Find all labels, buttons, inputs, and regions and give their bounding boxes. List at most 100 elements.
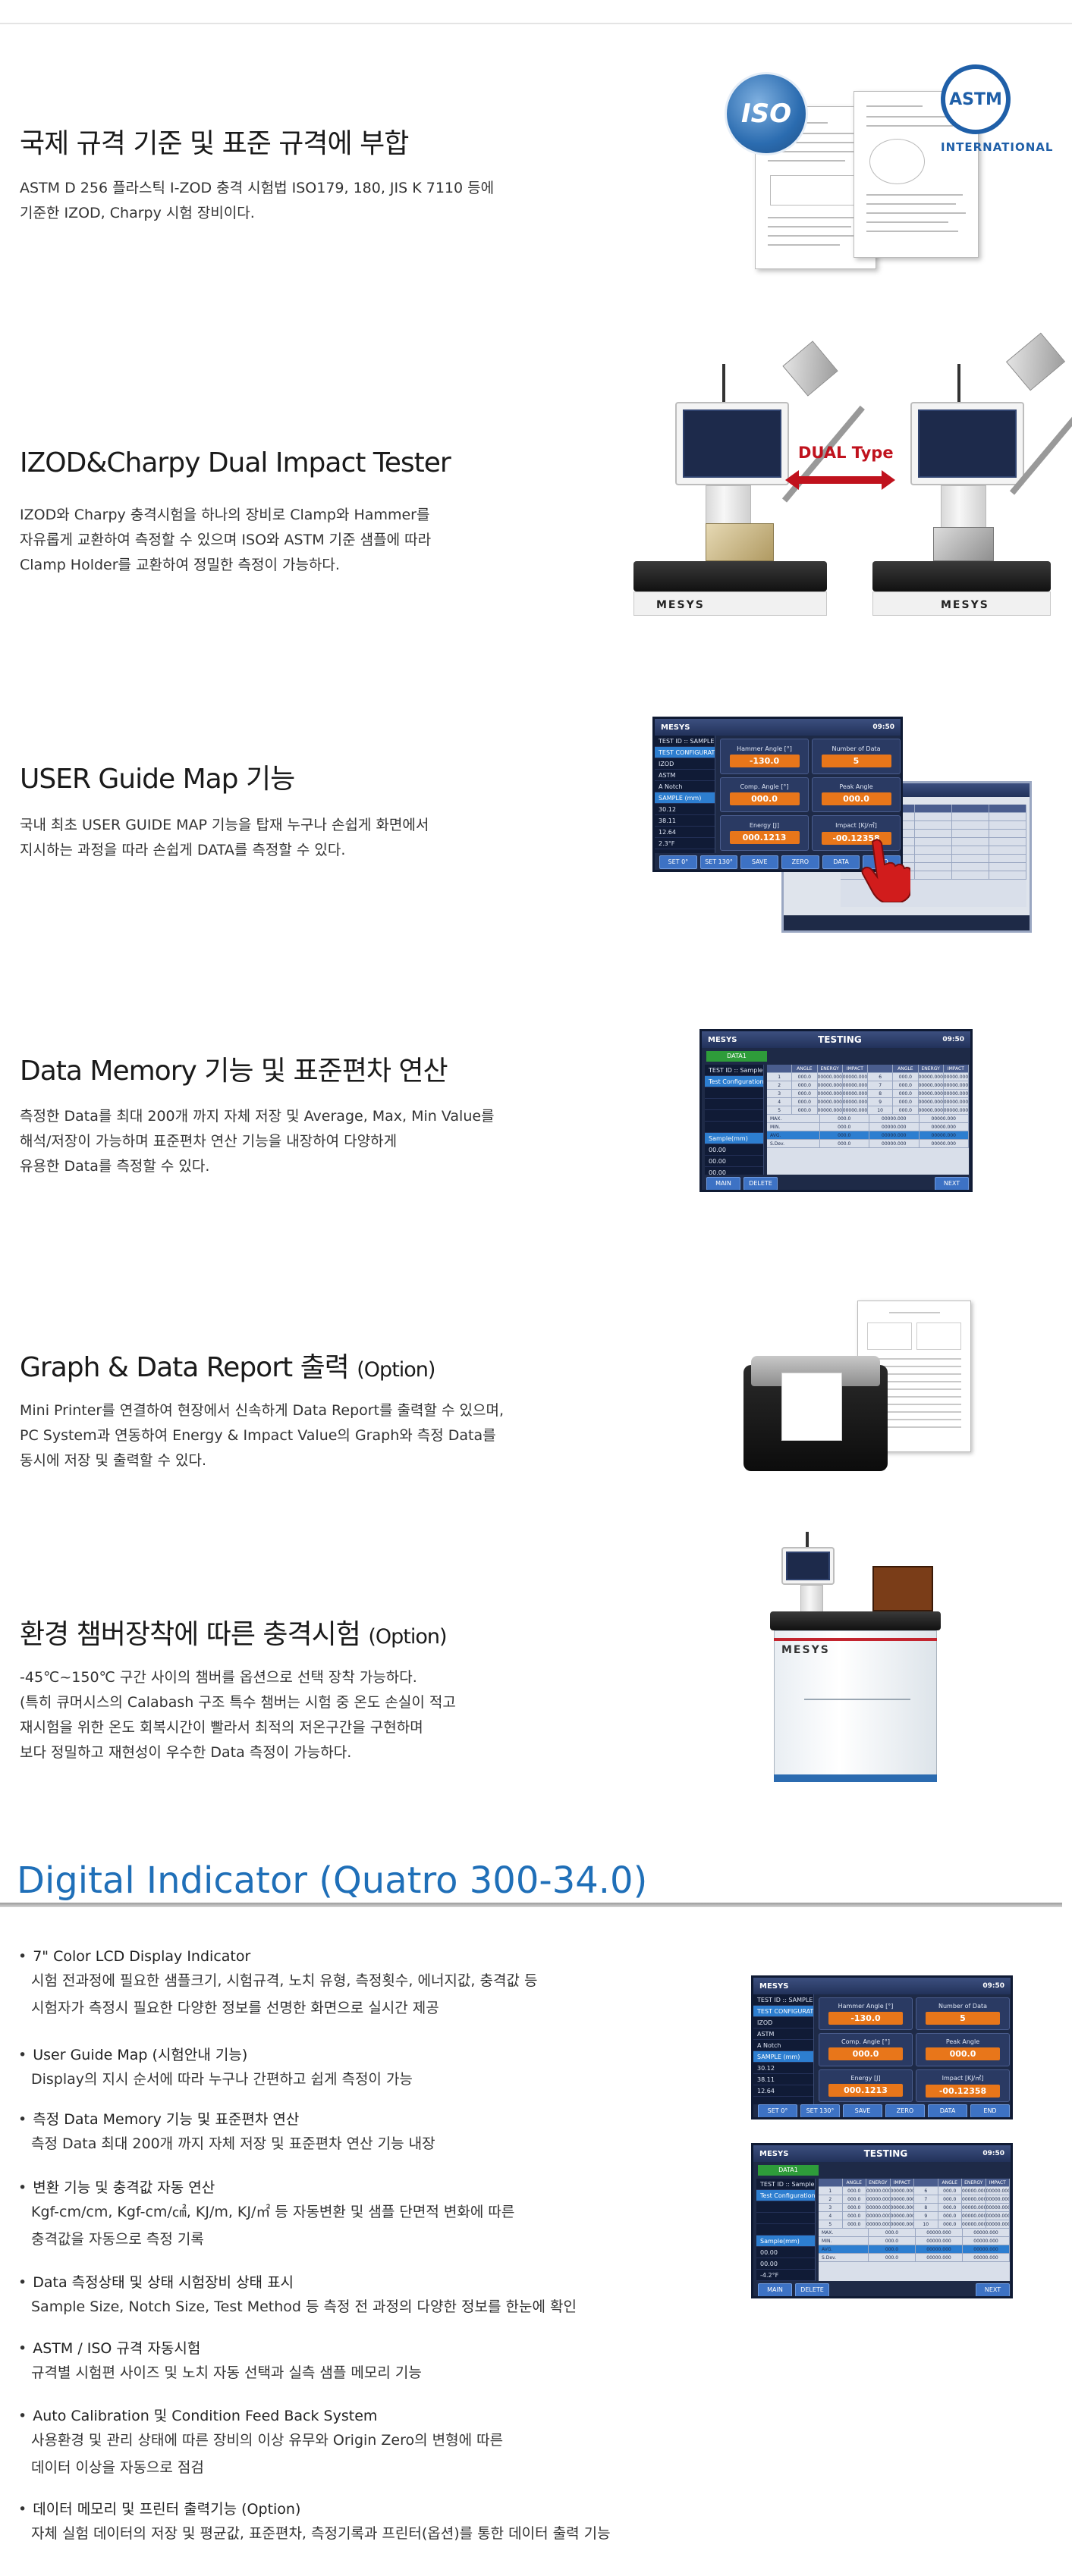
side-row: A Notch (753, 2040, 813, 2051)
energy-cell: Energy [J]000.1213 (819, 2069, 913, 2102)
side-row: Sample(mm) (756, 2236, 815, 2247)
set-130-button[interactable]: SET 130° (699, 855, 738, 869)
table-cell: 00000.000 (866, 2187, 891, 2195)
guide-map-screens-image: MESYS 09:50 TEST ID :: SAMPLE TEST CONFI… (652, 717, 1032, 933)
hammer-angle-cell: Hammer Angle [°]-130.0 (819, 1997, 913, 2031)
chamber-display (872, 1566, 933, 1611)
table-cell: 00000.000 (943, 1090, 969, 1097)
digital-indicator-title: Digital Indicator (Quatro 300-34.0) (17, 1859, 648, 1902)
screen-title: TESTING (863, 2148, 908, 2159)
tab-data1[interactable]: DATA1 (758, 2165, 819, 2176)
delete-button[interactable]: DELETE (795, 2283, 829, 2296)
zero-button[interactable]: ZERO (781, 855, 819, 869)
set-0-button[interactable]: SET 0° (659, 855, 697, 869)
standards-documents-image: ISO ASTM INTERNATIONAL (721, 61, 1052, 281)
table-cell: ENERGY (962, 2179, 986, 2186)
indicator-memory-screen: MESYS TESTING 09:50 DATA1 TEST ID :: Sam… (751, 2143, 1013, 2298)
side-row (705, 1099, 763, 1110)
table-cell: 00000.000 (869, 1140, 920, 1147)
screen-brand: MESYS (759, 2149, 789, 2158)
set-130-button[interactable]: SET 130° (800, 2104, 840, 2117)
table-cell: 000.0 (792, 1106, 818, 1114)
chamber-body (774, 1630, 937, 1778)
set-0-button[interactable]: SET 0° (758, 2104, 797, 2117)
table-cell: 00000.000 (817, 1098, 843, 1106)
table-cell: 00000.000 (869, 1131, 920, 1139)
side-row: Sample(mm) (705, 1133, 763, 1144)
astm-logo-text: INTERNATIONAL (941, 140, 1054, 154)
table-cell: 000.0 (869, 2229, 916, 2236)
save-button[interactable]: SAVE (843, 2104, 882, 2117)
iso-logo: ISO (725, 72, 808, 155)
table-cell: 000.0 (938, 2220, 962, 2228)
zero-button[interactable]: ZERO (885, 2104, 925, 2117)
left-clamp (706, 523, 774, 561)
bullet-item: User Guide Map (시험안내 기능)Display의 지시 순서에 … (18, 2044, 413, 2093)
save-button[interactable]: SAVE (740, 855, 779, 869)
table-cell: 00000.000 (943, 1098, 969, 1106)
table-cell: 00000.000 (962, 2204, 986, 2211)
table-cell: ANGLE (938, 2179, 962, 2186)
table-cell: 000.0 (843, 2195, 866, 2203)
delete-button[interactable]: DELETE (743, 1177, 778, 1190)
next-button[interactable]: NEXT (935, 1177, 969, 1190)
table-cell: 000.0 (792, 1073, 818, 1081)
table-cell: 00000.000 (869, 1123, 920, 1131)
next-button[interactable]: NEXT (976, 2283, 1010, 2296)
table-cell: 00000.000 (842, 1106, 868, 1114)
table-cell: 000.0 (843, 2204, 866, 2211)
guide-map-main-screen: MESYS 09:50 TEST ID :: SAMPLE TEST CONFI… (652, 717, 903, 872)
table-cell: IMPACT (842, 1065, 868, 1072)
main-button[interactable]: MAIN (758, 2283, 792, 2296)
table-cell: 00000.000 (817, 1090, 843, 1097)
table-cell: 8 (868, 1090, 894, 1097)
section-title-report: Graph & Data Report 출력 (Option) (20, 1352, 435, 1383)
left-hammer (782, 340, 838, 397)
screen-brand: MESYS (661, 723, 690, 732)
table-cell: 000.0 (792, 1090, 818, 1097)
data-button[interactable]: DATA (822, 855, 860, 869)
table-cell: 00000.000 (962, 2187, 986, 2195)
table-cell: AVG. (819, 2245, 869, 2253)
side-row: TEST ID :: Sample (705, 1065, 763, 1076)
end-button[interactable]: END (970, 2104, 1010, 2117)
side-row: 00.00 (756, 2247, 815, 2258)
table-cell: 00000.000 (962, 2212, 986, 2220)
table-cell: 00000.000 (916, 2237, 963, 2245)
side-row: IZOD (655, 758, 715, 770)
data-button[interactable]: DATA (928, 2104, 967, 2117)
section-title-data-memory: Data Memory 기능 및 표준편차 연산 (20, 1056, 448, 1087)
screen-title: TESTING (818, 1034, 862, 1045)
right-tester-screen (910, 402, 1024, 485)
side-row: 12.64 (655, 827, 715, 838)
left-brand: MESYS (656, 599, 705, 611)
side-row: Test Configuration (756, 2190, 815, 2201)
side-row: ASTM (753, 2028, 813, 2040)
table-cell: 00000.000 (920, 1140, 969, 1147)
table-cell: 00000.000 (890, 2212, 914, 2220)
table-cell: 00000.000 (817, 1106, 843, 1114)
screen-time: 09:50 (982, 1982, 1004, 1990)
main-button[interactable]: MAIN (706, 1177, 740, 1190)
side-row: 30.12 (655, 804, 715, 815)
table-cell: 00000.000 (842, 1090, 868, 1097)
tab-data1[interactable]: DATA1 (706, 1051, 767, 1062)
table-cell: 00000.000 (962, 2195, 986, 2203)
table-cell: 000.0 (869, 2237, 916, 2245)
